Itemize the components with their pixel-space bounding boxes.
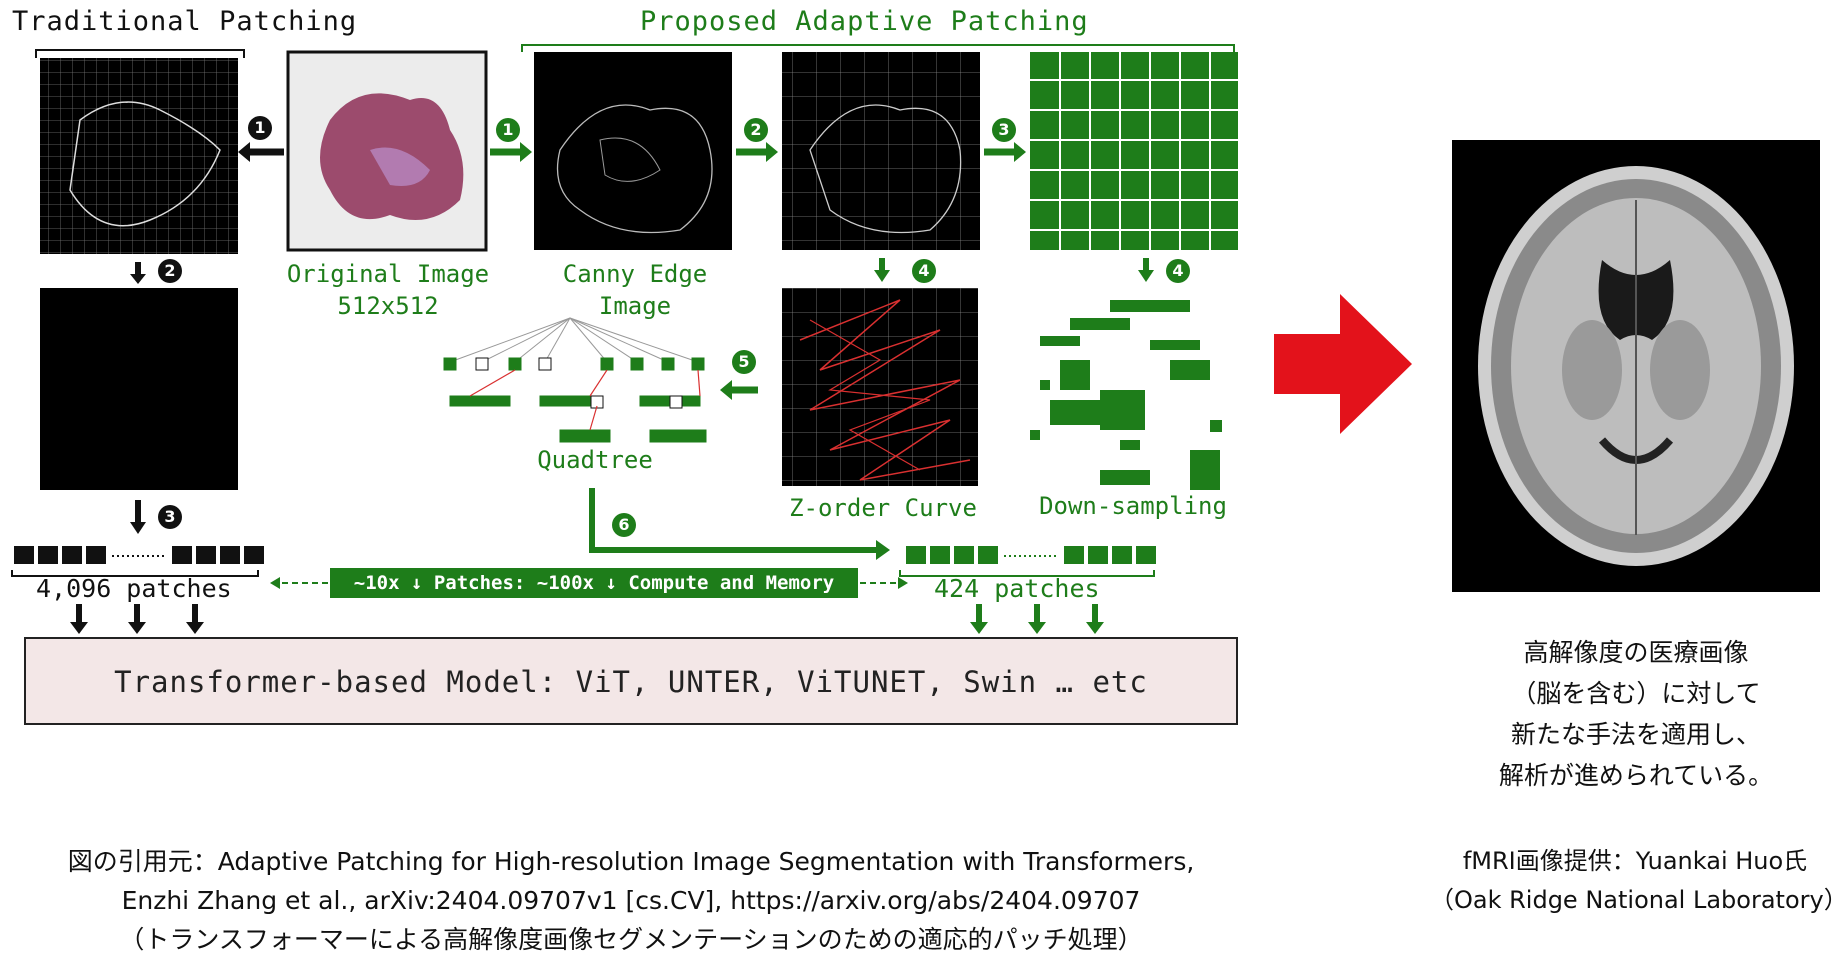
step-5: 5 <box>732 350 756 374</box>
step-1-proposed: 1 <box>496 118 520 142</box>
mri-description: 高解像度の医療画像 （脳を含む）に対して 新たな手法を適用し、 解析が進められて… <box>1498 638 1774 790</box>
traditional-bracket <box>35 49 245 58</box>
step-2-proposed: 2 <box>744 118 768 142</box>
step-4-downsample: 4 <box>1166 259 1190 283</box>
arrow-down-downsample <box>1138 270 1154 282</box>
original-image <box>286 50 488 252</box>
canny-edge-image <box>534 52 732 250</box>
reduction-note: ~10x ↓ Patches: ~100x ↓ Compute and Memo… <box>330 568 858 598</box>
proposed-bracket <box>521 44 1235 52</box>
image-credit: fMRI画像提供：Yuankai Huo氏 （Oak Ridge Nationa… <box>1430 847 1840 914</box>
step-3-proposed: 3 <box>992 118 1016 142</box>
arrow-to-quadtree <box>720 380 732 400</box>
step-1-traditional: 1 <box>248 116 272 140</box>
transformer-model-box: Transformer-based Model: ViT, UNTER, ViT… <box>24 637 1238 725</box>
proposed-patching-header: Proposed Adaptive Patching <box>640 6 1089 37</box>
step-4-zorder: 4 <box>912 259 936 283</box>
step-6: 6 <box>612 513 636 537</box>
green-patches-image <box>1030 52 1238 250</box>
red-arrow-icon <box>1274 294 1412 434</box>
traditional-patch-strip <box>14 546 264 564</box>
zorder-caption: Z-order Curve <box>789 494 977 522</box>
arrow-down-trad-1 <box>130 274 146 284</box>
step-2-traditional: 2 <box>158 259 182 283</box>
diagram-graphics <box>11 44 1238 634</box>
adaptive-patch-strip <box>906 546 1156 564</box>
adaptive-grid-image <box>782 52 980 250</box>
brain-mri-image <box>1452 140 1820 592</box>
traditional-patch-count: 4,096 patches <box>36 574 232 603</box>
original-image-caption: Original Image 512x512 <box>286 260 490 320</box>
zorder-curve-image <box>782 288 978 486</box>
step-3-traditional: 3 <box>158 505 182 529</box>
adaptive-patch-count: 424 patches <box>934 574 1100 603</box>
quadtree-caption: Quadtree <box>537 446 653 474</box>
quadtree-graphic <box>443 317 707 443</box>
downsampling-image <box>1030 300 1222 490</box>
traditional-patching-header: Traditional Patching <box>12 6 358 37</box>
arrow-to-adaptive-patches <box>876 540 890 560</box>
downsampling-caption: Down-sampling <box>1039 492 1227 520</box>
arrow-down-zorder <box>874 270 890 282</box>
model-label: Transformer-based Model: ViT, UNTER, ViT… <box>114 665 1148 699</box>
traditional-black-image <box>40 288 238 490</box>
figure-citation: 図の引用元：Adaptive Patching for High-resolut… <box>67 847 1195 954</box>
canny-edge-caption: Canny Edge Image <box>562 260 708 320</box>
traditional-grid-image <box>40 58 238 254</box>
arrow-down-trad-2 <box>130 522 146 534</box>
